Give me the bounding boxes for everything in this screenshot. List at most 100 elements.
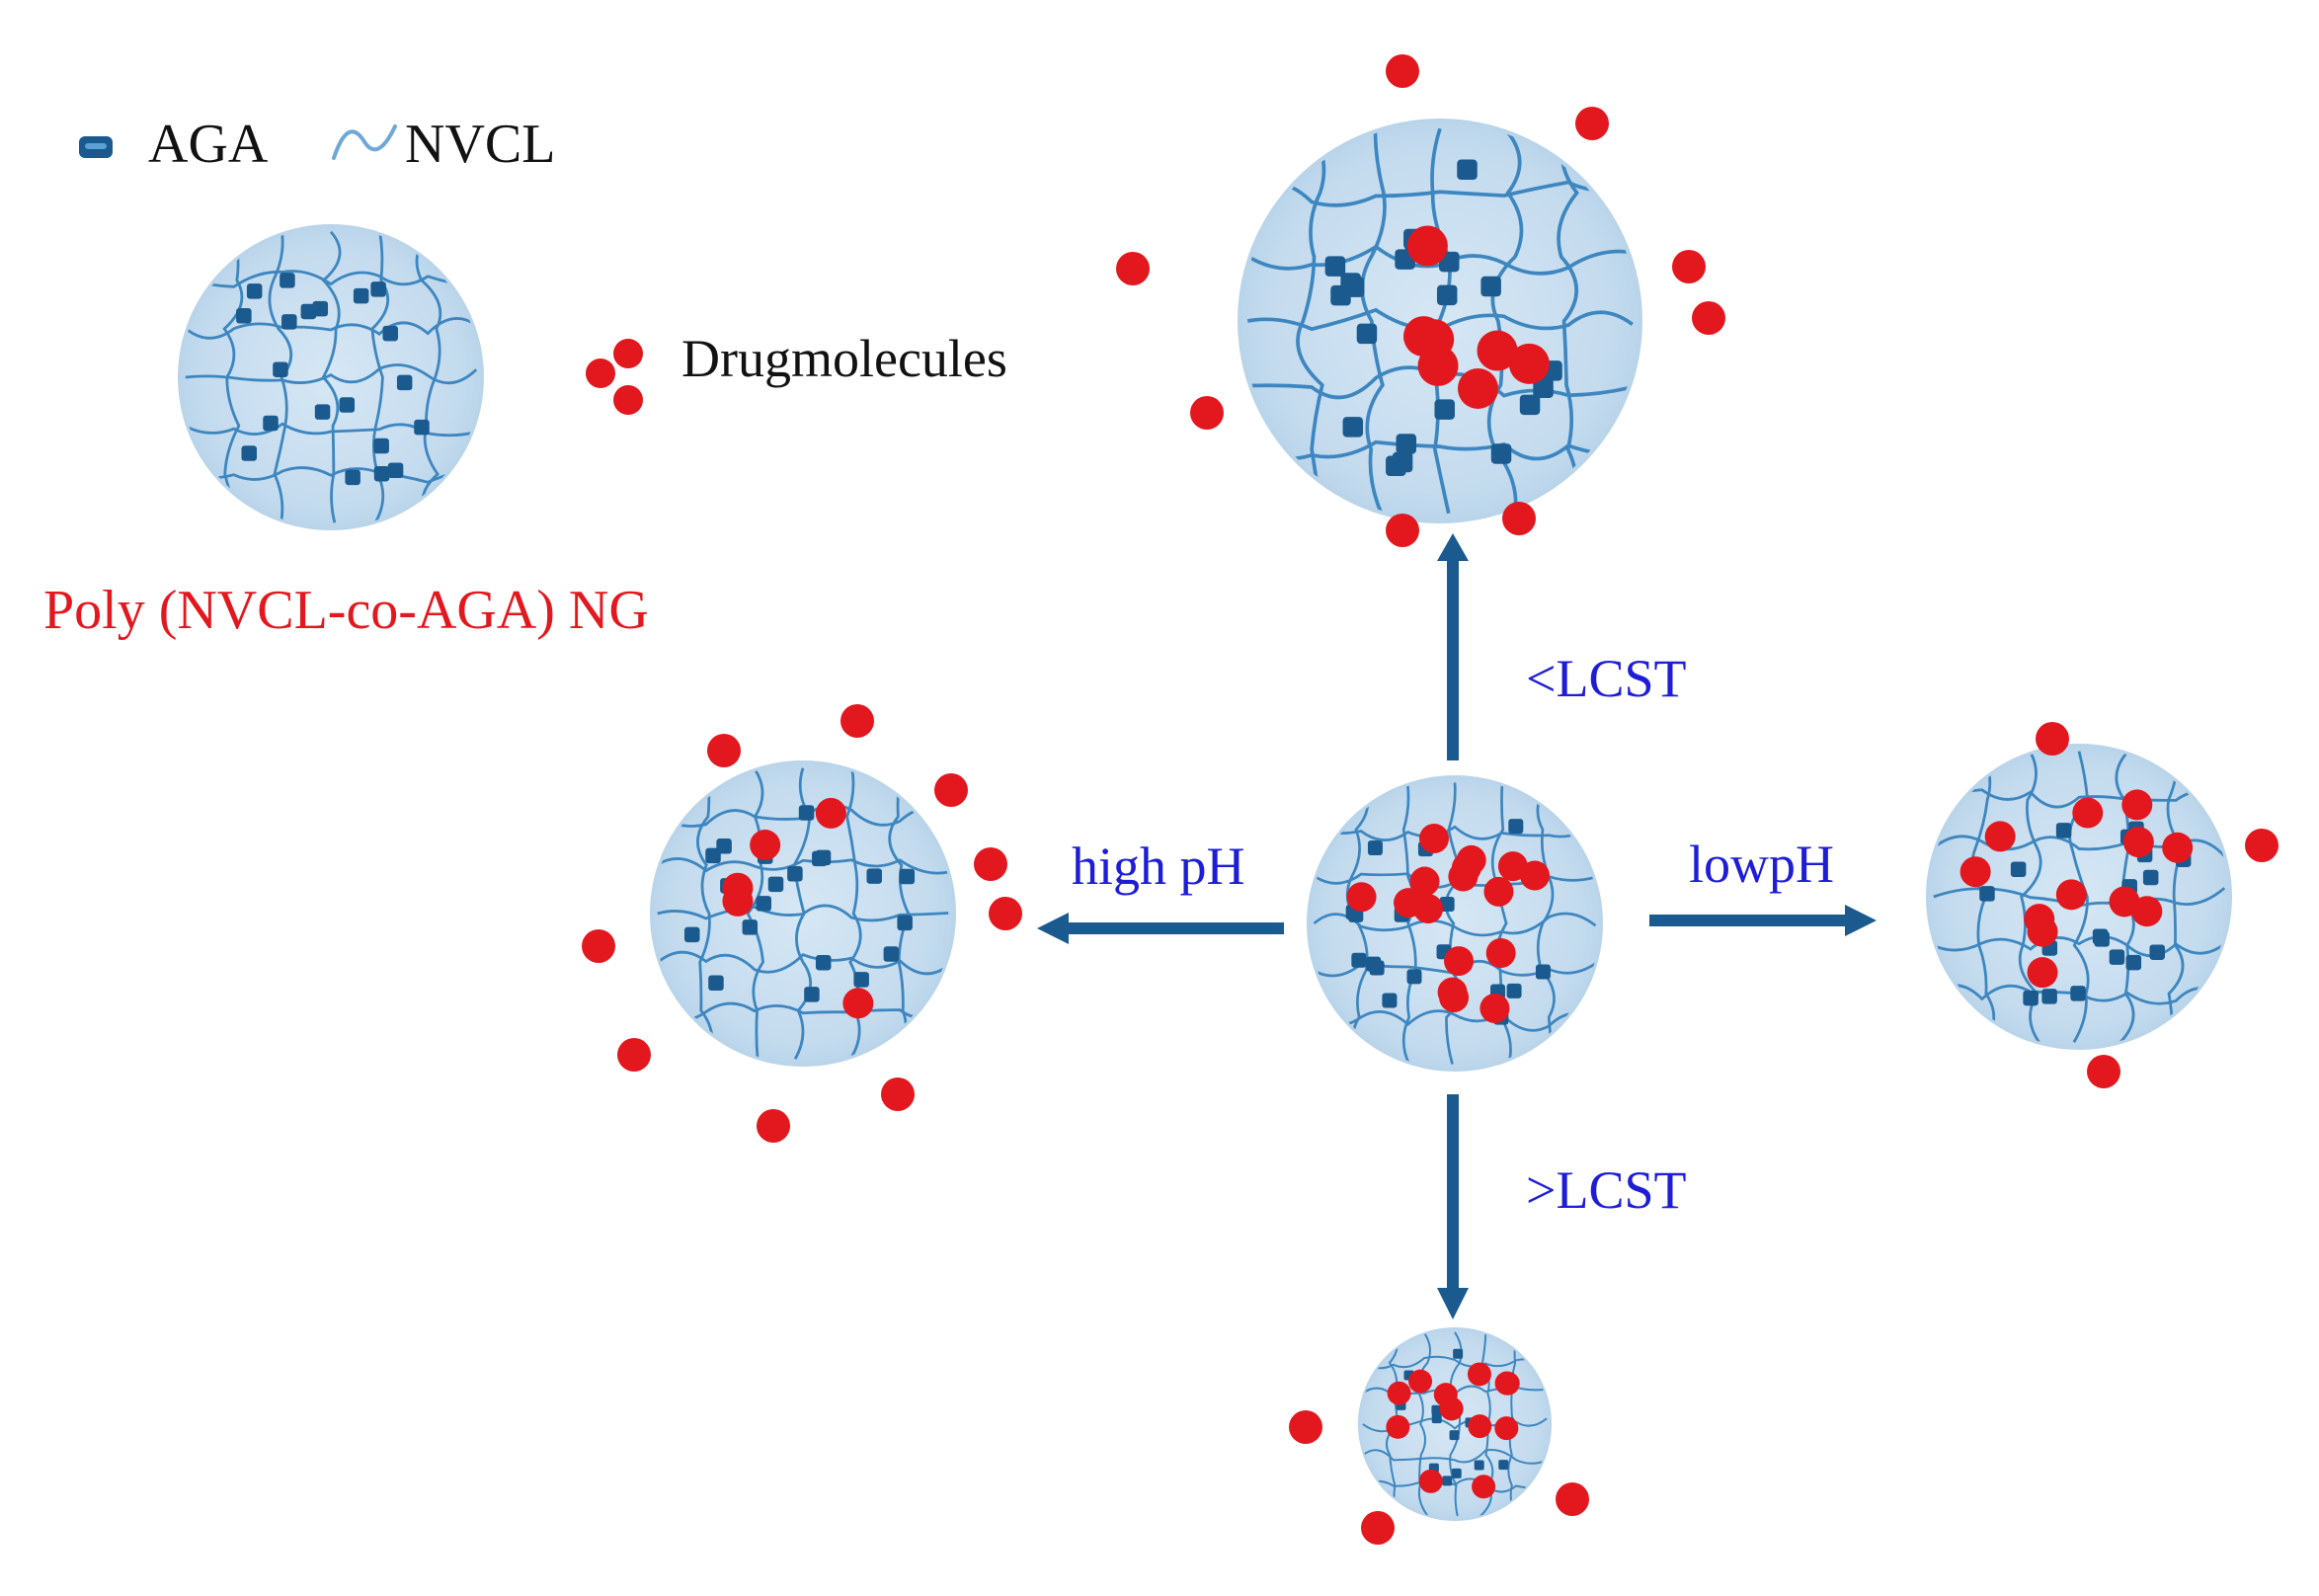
nanogel-collapsed <box>1358 1327 1552 1521</box>
aga-unit <box>1508 819 1524 835</box>
released-drug-molecule <box>1672 250 1706 283</box>
aga-unit <box>1490 443 1512 464</box>
aga-unit <box>1342 417 1364 438</box>
released-drug-molecule <box>582 929 615 963</box>
drug-molecule <box>1477 330 1518 371</box>
drug-molecule <box>750 830 781 861</box>
drug-molecule <box>1483 876 1514 907</box>
drug-molecule <box>2072 797 2104 829</box>
drug-molecule <box>1346 882 1377 913</box>
released-drug-molecule <box>2087 1055 2120 1088</box>
drug-molecule <box>1387 1381 1411 1405</box>
aga-unit <box>2010 861 2027 878</box>
drug-molecule <box>1984 821 2016 852</box>
arrow-right <box>1649 905 1877 936</box>
drug-molecule <box>1406 225 1448 267</box>
aga-unit <box>787 865 803 882</box>
aga-unit <box>2149 944 2165 960</box>
drug-molecule <box>2024 904 2055 935</box>
aga-unit <box>280 273 295 288</box>
released-drug-molecule <box>1289 1410 1322 1444</box>
drug-molecule <box>2121 789 2153 821</box>
drug-molecule <box>1409 866 1440 897</box>
drug-molecule <box>1386 1414 1410 1439</box>
aga-unit <box>1480 276 1501 297</box>
aga-unit <box>1498 1460 1509 1471</box>
drug-molecule <box>2131 896 2163 927</box>
drug-molecule <box>722 885 754 917</box>
arrow-left <box>1037 913 1284 944</box>
drug-molecule <box>1959 856 1991 888</box>
aga-unit <box>382 325 398 342</box>
aga-unit <box>2094 931 2110 947</box>
drug-molecule <box>1439 983 1470 1013</box>
released-drug-molecule <box>617 1038 651 1072</box>
aga-unit <box>1351 952 1367 968</box>
aga-unit <box>1979 886 1995 902</box>
drug-molecule <box>1457 367 1498 409</box>
aga-unit <box>767 876 784 893</box>
drug-molecules-icon <box>586 339 643 415</box>
aga-unit <box>312 300 329 317</box>
drug-molecule <box>1444 946 1475 977</box>
released-drug-molecule <box>1556 1482 1589 1516</box>
drug-molecule <box>1468 1414 1492 1439</box>
aga-unit <box>2142 869 2159 886</box>
aga-unit <box>339 397 356 413</box>
aga-unit <box>2125 954 2142 971</box>
drug-molecule <box>1485 938 1516 969</box>
drug-molecule <box>1413 894 1444 924</box>
aga-unit <box>273 361 288 377</box>
aga-unit <box>370 281 386 297</box>
aga-unit <box>1431 1413 1442 1424</box>
aga-unit <box>414 419 430 436</box>
aga-unit <box>1439 896 1455 912</box>
arrows <box>1037 533 1877 1319</box>
aga-unit <box>756 896 771 912</box>
released-drug-molecule <box>1386 54 1419 88</box>
aga-unit <box>853 972 869 988</box>
aga-unit <box>1533 377 1554 399</box>
released-drug-molecule <box>2245 829 2279 862</box>
aga-unit <box>1382 993 1398 1008</box>
aga-unit <box>396 374 413 391</box>
aga-unit <box>1324 256 1346 277</box>
aga-unit <box>1366 956 1382 972</box>
released-drug-molecule <box>1502 502 1536 535</box>
nanogel-title: Poly (NVCL-co-AGA) NG <box>43 580 649 641</box>
below-lcst-label: <LCST <box>1526 649 1687 708</box>
drug-molecule <box>1439 1396 1464 1421</box>
drug-molecule <box>1451 852 1481 883</box>
aga-unit <box>2070 986 2086 1001</box>
aga-unit <box>897 915 913 931</box>
aga-unit <box>300 303 317 320</box>
aga-unit <box>1431 1404 1442 1415</box>
nanogels <box>178 119 2232 1521</box>
aga-unit <box>1434 399 1455 420</box>
legend-aga-label: AGA <box>148 114 269 175</box>
drug-molecule <box>1413 319 1455 360</box>
released-drug-molecule <box>1361 1511 1395 1545</box>
aga-unit <box>314 404 331 420</box>
nanogel-low-ph <box>1926 744 2232 1050</box>
drug-molecule <box>1472 1475 1496 1499</box>
aga-unit <box>1449 1430 1460 1441</box>
released-drugs <box>582 54 2279 1545</box>
drug-molecule <box>1479 993 1510 1023</box>
released-drug-molecule <box>1190 396 1224 430</box>
aga-unit <box>1453 1348 1464 1359</box>
aga-unit <box>281 314 297 330</box>
released-drug-molecule <box>707 734 741 767</box>
drug-molecule <box>2122 827 2154 858</box>
aga-unit <box>1519 394 1541 416</box>
aga-unit <box>2023 990 2039 1006</box>
released-drug-molecule <box>1386 514 1419 547</box>
drug-molecule <box>1494 1416 1519 1441</box>
aga-unit <box>2055 823 2072 838</box>
aga-unit <box>1457 159 1478 181</box>
arrow-up <box>1437 533 1469 760</box>
nanogel-loaded-network <box>1313 781 1597 1066</box>
aga-unit <box>236 308 252 324</box>
released-drug-molecule <box>974 847 1007 881</box>
